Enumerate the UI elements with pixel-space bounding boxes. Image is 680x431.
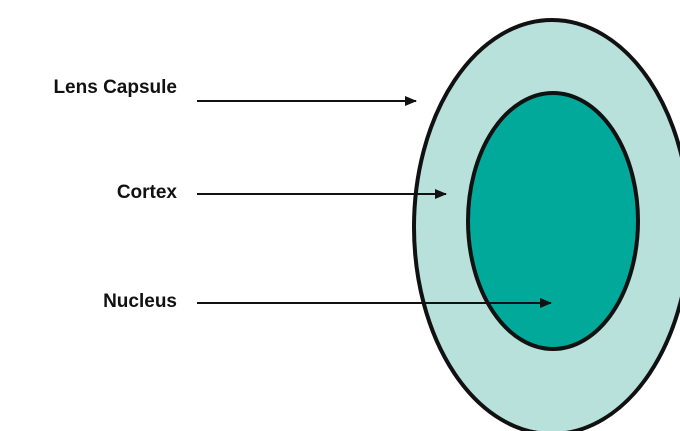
nucleus-label: Nucleus bbox=[103, 291, 177, 312]
nucleus-shape bbox=[468, 93, 638, 349]
lens-capsule-label: Lens Capsule bbox=[53, 77, 177, 98]
cortex-label: Cortex bbox=[117, 182, 178, 203]
